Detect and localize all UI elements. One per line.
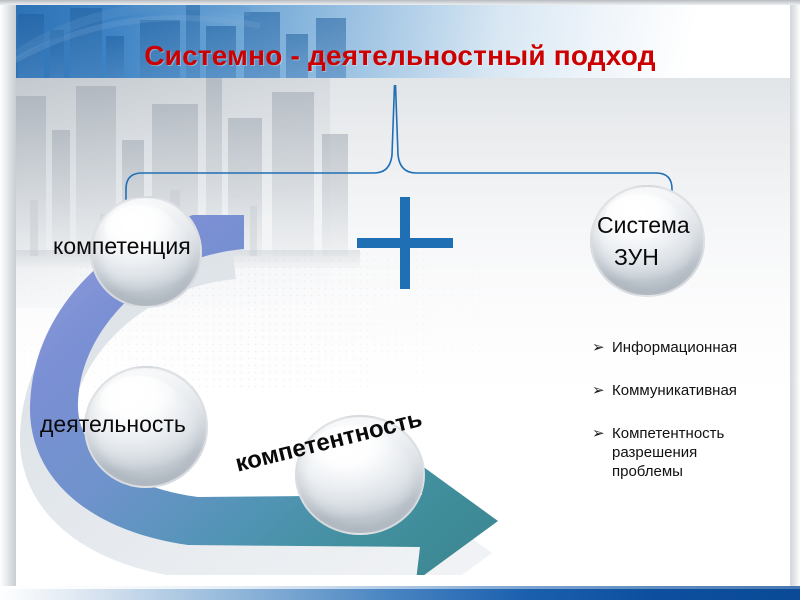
- left-edge-stripe: [0, 5, 16, 586]
- bottom-accent-bar: [0, 586, 800, 600]
- bullet-arrow-icon: ➢: [592, 425, 605, 442]
- sphere-rim: [590, 185, 705, 297]
- plus-sign-icon: [357, 197, 453, 289]
- bullet-arrow-icon: ➢: [592, 339, 605, 356]
- node-kompetentnost[interactable]: [279, 415, 427, 555]
- grouping-bracket: [125, 85, 673, 214]
- top-edge-border: [0, 0, 800, 5]
- list-item-label-line2: разрешения: [612, 444, 698, 461]
- list-item-label-line3: проблемы: [612, 463, 683, 480]
- list-item-label: Коммуникативная: [612, 382, 737, 399]
- node-sistema-zun[interactable]: [574, 185, 706, 315]
- list-item-label: Компетентность: [612, 425, 725, 442]
- list-item[interactable]: ➢ Информационная: [592, 338, 797, 357]
- bullet-arrow-icon: ➢: [592, 382, 605, 399]
- sphere-highlight: [604, 193, 677, 239]
- sphere-highlight: [100, 375, 177, 425]
- competency-list: ➢ Информационная ➢ Коммуникативная ➢ Ком…: [592, 338, 797, 505]
- list-item-label: Информационная: [612, 339, 738, 356]
- list-item[interactable]: ➢ Компетентность разрешения проблемы: [592, 424, 797, 481]
- background-top-band: [0, 0, 800, 78]
- right-edge-stripe: [790, 5, 800, 586]
- bottom-accent-highlight: [0, 586, 800, 589]
- node-label-deyatelnost: деятельность: [40, 411, 186, 437]
- list-item-label-group: Компетентность разрешения проблемы: [612, 424, 724, 481]
- node-label-zun: ЗУН: [614, 244, 659, 270]
- node-label-sistema: Система: [597, 212, 690, 238]
- list-item[interactable]: ➢ Коммуникативная: [592, 381, 797, 400]
- sphere-highlight: [104, 204, 174, 250]
- sphere-highlight: [311, 424, 393, 473]
- node-label-kompetenciya: компетенция: [53, 233, 191, 259]
- page-title: Системно - деятельностный подход: [144, 40, 656, 71]
